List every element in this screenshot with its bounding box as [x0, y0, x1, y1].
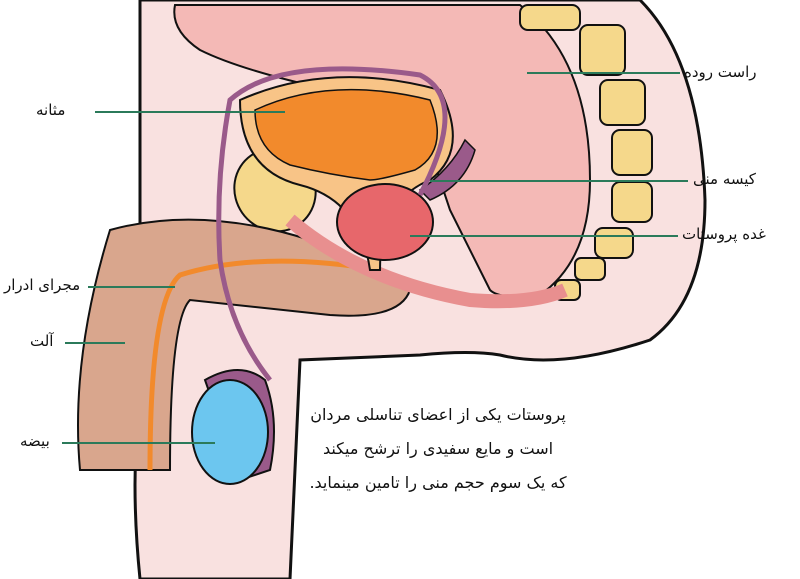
label-rectum: راست روده: [684, 63, 757, 81]
description-line-2: است و مایع سفیدی را ترشح میکند: [322, 439, 554, 458]
seminal-vesicle: [418, 138, 476, 201]
rectum: [173, 4, 592, 298]
description-text: پروستات یکی از اعضای تناسلی مردان است و …: [288, 398, 588, 500]
label-bladder: مثانه: [36, 101, 66, 119]
label-prostate: غده پروستات: [682, 225, 766, 243]
description-line-3: که یک سوم حجم منی را تامین مینماید.: [309, 473, 567, 492]
description-line-1: پروستات یکی از اعضای تناسلی مردان: [310, 405, 566, 424]
urethra-pink: [285, 214, 568, 309]
leader-lines: [62, 72, 688, 444]
bladder: [254, 88, 438, 181]
label-testis: بیضه: [20, 432, 50, 450]
penis: [77, 218, 412, 471]
testis: [191, 379, 269, 485]
prostate: [336, 183, 434, 261]
vas-deferens: [216, 66, 448, 382]
urethra: [147, 258, 381, 471]
spine-vertebrae: [519, 4, 653, 301]
label-urethra: مجرای ادرار: [4, 276, 81, 294]
label-seminal-vesicle: کیسه منی: [693, 170, 756, 188]
label-penis: آلت: [30, 332, 54, 350]
